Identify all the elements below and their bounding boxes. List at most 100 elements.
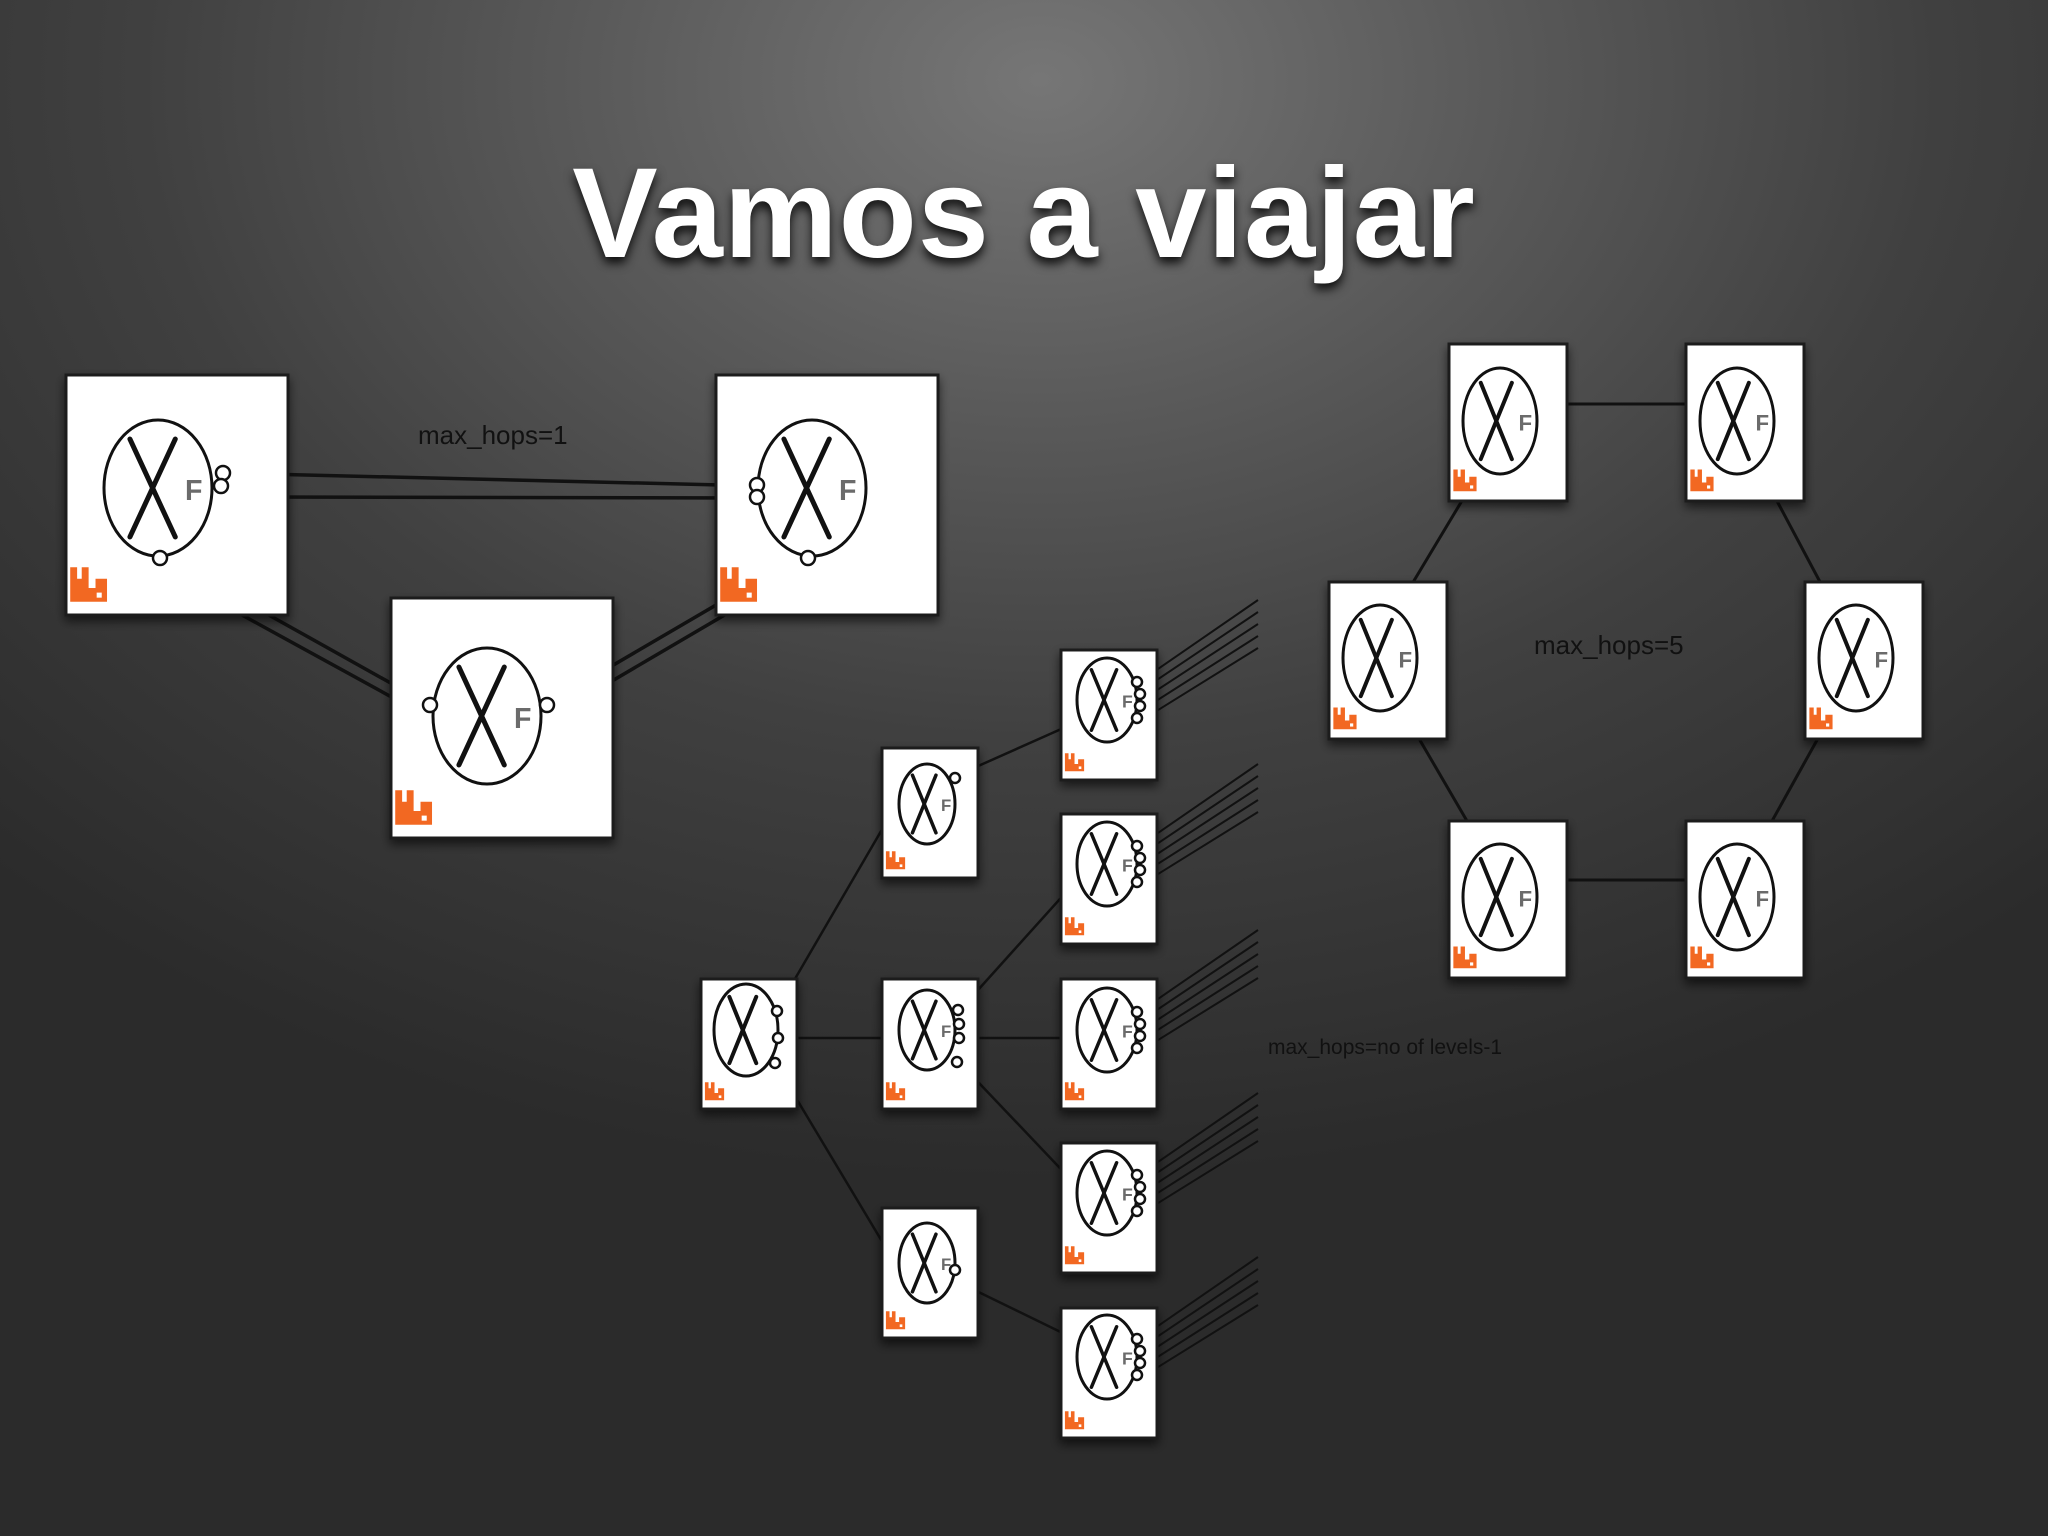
connector-port bbox=[1130, 1204, 1144, 1218]
connector-port bbox=[1130, 1005, 1144, 1019]
connector-port bbox=[1133, 851, 1147, 865]
link-line bbox=[222, 495, 763, 500]
fanout-line bbox=[1141, 611, 1259, 691]
exchange-node-bottom: F bbox=[389, 596, 615, 840]
logo-notch bbox=[1350, 723, 1354, 727]
exchange-ellipse bbox=[897, 988, 957, 1072]
fanout-line bbox=[1141, 1128, 1259, 1204]
x-stroke bbox=[910, 773, 938, 835]
connector-port bbox=[950, 1055, 964, 1069]
federation-letter: F bbox=[1122, 856, 1133, 876]
federation-letter: F bbox=[1756, 411, 1770, 436]
connector-port bbox=[1130, 1041, 1144, 1055]
federation-letter: F bbox=[185, 475, 202, 507]
tree-leaf-node-1: F bbox=[1059, 648, 1159, 782]
ring-node-bot-right: F bbox=[1684, 819, 1806, 980]
exchange-ellipse bbox=[1341, 603, 1419, 713]
connector-port bbox=[538, 696, 556, 714]
logo-notch bbox=[718, 1095, 722, 1099]
federation-letter: F bbox=[941, 1022, 951, 1041]
logo-notch bbox=[421, 815, 427, 821]
connector-port bbox=[1133, 699, 1147, 713]
federation-letter: F bbox=[839, 475, 856, 507]
connector-port bbox=[951, 1003, 965, 1017]
x-stroke bbox=[1715, 380, 1751, 462]
connector-port bbox=[952, 1017, 966, 1031]
fanout-line bbox=[1141, 1292, 1259, 1368]
exchange-ellipse bbox=[1461, 842, 1539, 952]
ring-node-bot-left: F bbox=[1447, 819, 1569, 980]
fanout-line bbox=[1141, 647, 1259, 721]
x-stroke bbox=[910, 999, 938, 1061]
exchange-ellipse bbox=[1075, 656, 1139, 744]
connector-port bbox=[1130, 675, 1144, 689]
exchange-node-left: F bbox=[64, 373, 290, 617]
logo-notch bbox=[899, 864, 903, 868]
fanout-line bbox=[1141, 929, 1259, 1011]
exchange-ellipse bbox=[1698, 842, 1776, 952]
federation-letter: F bbox=[1122, 1185, 1133, 1205]
exchange-ellipse bbox=[1075, 986, 1139, 1074]
x-stroke bbox=[1089, 998, 1119, 1062]
exchange-ellipse bbox=[1817, 603, 1895, 713]
connector-port bbox=[1133, 1017, 1147, 1031]
exchange-ellipse bbox=[1461, 366, 1539, 476]
x-stroke bbox=[910, 1232, 938, 1294]
connector-port bbox=[1133, 863, 1147, 877]
tree-root-node bbox=[699, 977, 799, 1111]
fanout-line bbox=[1141, 599, 1259, 681]
federation-letter: F bbox=[1875, 648, 1889, 673]
federation-letter: F bbox=[1519, 887, 1533, 912]
fanout-line bbox=[1141, 623, 1259, 701]
exchange-ellipse bbox=[1075, 820, 1139, 908]
federation-letter: F bbox=[941, 796, 951, 815]
connector-port bbox=[1133, 1192, 1147, 1206]
x-stroke bbox=[781, 436, 832, 540]
federation-letter: F bbox=[1122, 1022, 1133, 1042]
fanout-line bbox=[1141, 941, 1259, 1021]
fanout-line bbox=[1141, 1104, 1259, 1184]
federation-letter: F bbox=[941, 1255, 951, 1274]
fanout-line bbox=[1141, 787, 1259, 865]
connector-port bbox=[151, 549, 169, 567]
tree-leaf-node-5: F bbox=[1059, 1306, 1159, 1440]
fanout-line bbox=[1141, 1140, 1259, 1214]
x-stroke bbox=[1089, 832, 1119, 896]
x-stroke bbox=[1478, 380, 1514, 462]
fanout-line bbox=[1141, 799, 1259, 875]
logo-notch bbox=[746, 592, 752, 598]
logo-notch bbox=[1826, 723, 1830, 727]
exchange-ellipse bbox=[1075, 1149, 1139, 1237]
federation-letter: F bbox=[1519, 411, 1533, 436]
exchange-nodes: F F F F F F F F F F F F F F F F F bbox=[64, 342, 1925, 1440]
x-stroke bbox=[1089, 668, 1119, 732]
fanout-line bbox=[1141, 775, 1259, 855]
exchange-node-right: F bbox=[714, 373, 940, 617]
exchange-ellipse bbox=[897, 762, 957, 846]
connector-port bbox=[952, 1031, 966, 1045]
ring-node-left: F bbox=[1327, 580, 1449, 741]
x-stroke bbox=[1834, 617, 1870, 699]
link-line bbox=[776, 801, 900, 1009]
x-stroke bbox=[1478, 856, 1514, 938]
connector-port bbox=[1133, 1344, 1147, 1358]
logo-notch bbox=[899, 1324, 903, 1328]
tree-leaf-node-3: F bbox=[1059, 977, 1159, 1111]
connector-port bbox=[1130, 711, 1144, 725]
exchange-ellipse bbox=[897, 1221, 957, 1305]
tree-leaf-node-4: F bbox=[1059, 1141, 1159, 1275]
x-stroke bbox=[727, 994, 759, 1066]
connector-port bbox=[1130, 875, 1144, 889]
connector-port bbox=[1133, 687, 1147, 701]
fanout-line bbox=[1141, 763, 1259, 845]
tree-leaf-node-2: F bbox=[1059, 812, 1159, 946]
connector-port bbox=[1130, 1332, 1144, 1346]
fanout-line bbox=[1141, 1256, 1259, 1338]
fanout-line bbox=[1141, 1280, 1259, 1358]
connector-port bbox=[1133, 1029, 1147, 1043]
connector-port bbox=[212, 477, 230, 495]
exchange-ellipse bbox=[1075, 1313, 1139, 1401]
exchange-ellipse bbox=[1698, 366, 1776, 476]
x-stroke bbox=[127, 436, 178, 540]
